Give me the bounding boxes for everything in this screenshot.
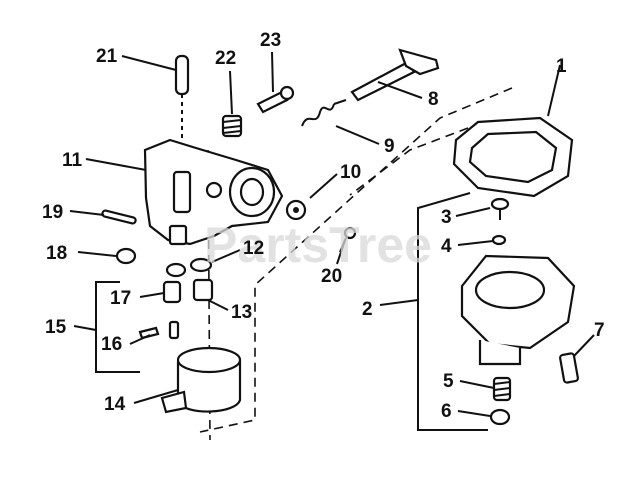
callout-20: 20 xyxy=(321,266,342,287)
callout-7: 7 xyxy=(594,320,605,341)
callout-15: 15 xyxy=(45,317,67,338)
part-12-gasket xyxy=(165,257,213,278)
callout-6: 6 xyxy=(441,401,452,422)
callout-10: 10 xyxy=(340,162,361,183)
callout-13: 13 xyxy=(231,302,252,323)
part-2-float-bowl xyxy=(460,254,576,366)
part-1-gasket xyxy=(452,116,574,198)
callout-3: 3 xyxy=(441,207,452,228)
callout-14: 14 xyxy=(104,394,126,415)
callout-5: 5 xyxy=(443,371,454,392)
callout-19: 19 xyxy=(42,202,63,223)
part-17-jet xyxy=(162,280,182,304)
callout-8: 8 xyxy=(428,89,439,110)
part-23-screw xyxy=(256,85,295,114)
callout-11: 11 xyxy=(62,150,83,171)
part-19-pin xyxy=(101,209,137,225)
part-22-spring xyxy=(221,114,243,138)
callout-22: 22 xyxy=(215,48,236,69)
callout-4: 4 xyxy=(441,236,452,257)
callout-18: 18 xyxy=(46,243,67,264)
callout-17: 17 xyxy=(110,288,131,309)
part-4-washer xyxy=(491,234,507,246)
part-16-needle xyxy=(138,320,180,340)
callout-2: 2 xyxy=(362,299,373,320)
part-21-pin xyxy=(174,54,190,140)
part-10-plug xyxy=(285,199,307,221)
callout-21: 21 xyxy=(96,46,118,67)
part-13-jet xyxy=(192,278,214,302)
callout-16: 16 xyxy=(101,334,122,355)
part-8-lever xyxy=(350,48,440,102)
callout-23: 23 xyxy=(260,30,281,51)
callout-1: 1 xyxy=(556,56,567,77)
part-9-spring xyxy=(301,99,347,127)
callout-12: 12 xyxy=(243,238,264,259)
part-14-float xyxy=(160,346,242,414)
callout-9: 9 xyxy=(384,136,395,157)
callout-labels: 1 2 3 4 5 6 7 8 9 10 11 12 13 14 15 16 1… xyxy=(42,30,605,422)
part-7-screw xyxy=(559,352,579,384)
part-6-plug xyxy=(489,408,511,426)
part-5-spring xyxy=(492,376,512,402)
watermark: PartsTree xyxy=(204,217,432,273)
leader-lines xyxy=(69,51,595,431)
part-11-carburetor-body xyxy=(143,138,284,246)
part-18-washer xyxy=(115,247,137,265)
part-3-screw xyxy=(490,197,510,220)
